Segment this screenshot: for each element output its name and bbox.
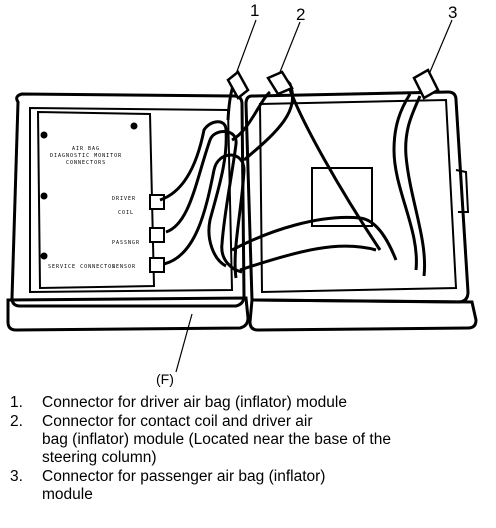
legend-item-3: 3. Connector for passenger air bag (infl…	[0, 468, 496, 504]
legend-text-2b: bag (inflator) module (Located near the …	[42, 431, 391, 448]
legend-text-2c: steering column)	[42, 449, 157, 466]
leader-lines	[175, 19, 453, 373]
panel-bottom-text: SERVICE CONNECTOR	[48, 264, 116, 270]
harness-wiring	[159, 76, 427, 279]
diagnostic-panel: AIR BAG DIAGNOSTIC MONITOR CONNECTORS DR…	[36, 110, 165, 290]
legend-text-1a: Connector for driver air bag (inflator) …	[42, 394, 347, 411]
legend-item-1: 1. Connector for driver air bag (inflato…	[0, 394, 496, 412]
callout-1: 1	[250, 1, 259, 20]
legend-num-2: 2.	[10, 413, 23, 430]
panel-tag-c: PASSNGR	[112, 240, 140, 246]
connectors	[226, 68, 440, 100]
panel-text-line3: CONNECTORS	[66, 160, 106, 166]
panel-text-line1: AIR BAG	[72, 146, 100, 152]
legend-text-3a: Connector for passenger air bag (inflato…	[42, 468, 326, 485]
legend-text-3b: module	[42, 486, 93, 503]
callout-3: 3	[448, 3, 457, 22]
legend-num-3: 3.	[10, 468, 23, 485]
callout-2: 2	[296, 5, 305, 24]
case-label: (F)	[156, 371, 174, 387]
legend-num-1: 1.	[10, 394, 23, 411]
case-left-half	[6, 92, 250, 332]
legend-list: 1. Connector for driver air bag (inflato…	[0, 394, 496, 505]
legend-item-2: 2. Connector for contact coil and driver…	[0, 413, 496, 467]
case-right-half	[244, 90, 478, 332]
panel-tag-d: SENSOR	[112, 264, 136, 270]
diagram-figure: AIR BAG DIAGNOSTIC MONITOR CONNECTORS DR…	[6, 1, 478, 387]
panel-text-line2: DIAGNOSTIC MONITOR	[50, 153, 122, 159]
legend-text-2a: Connector for contact coil and driver ai…	[42, 413, 313, 430]
panel-tag-a: DRIVER	[112, 196, 136, 202]
panel-tag-b: COIL	[118, 210, 134, 216]
